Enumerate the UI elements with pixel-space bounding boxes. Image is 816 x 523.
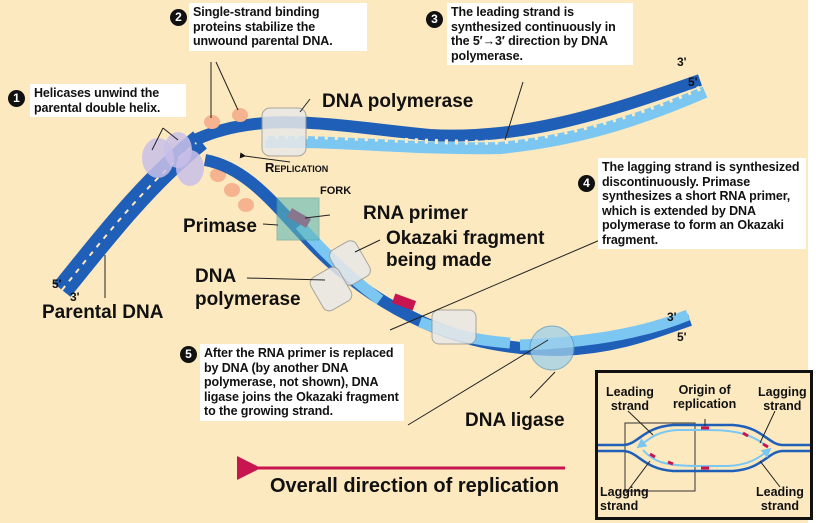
label-primase: Primase (183, 216, 257, 237)
label-replication: Replication (265, 160, 329, 175)
dna-polymerase-leading (261, 107, 307, 157)
step-1-badge: 1 (8, 90, 25, 107)
step-2-badge: 2 (170, 9, 187, 26)
end-bottom-5prime: 5' (677, 330, 687, 344)
end-top-3prime: 3' (677, 55, 687, 69)
label-dna-polymerase-lower-2: polymerase (195, 289, 301, 310)
bubble-top-new-strand (636, 429, 769, 449)
rna-primer-mark (391, 293, 417, 311)
inset-label-lagging-bottom-left: Lagging strand (600, 485, 649, 513)
leader-lines (104, 61, 601, 426)
inset-leader-lines (625, 410, 781, 494)
step-3-badge: 3 (426, 11, 443, 28)
callout-step-4: The lagging strand is synthesized discon… (598, 158, 806, 249)
label-rna-primer: RNA primer (363, 203, 468, 224)
label-dna-polymerase-top: DNA polymerase (322, 91, 474, 112)
inset-label-lagging-top-right: Lagging strand (758, 385, 807, 413)
label-parental-dna: Parental DNA (42, 302, 164, 323)
label-dna-ligase: DNA ligase (465, 410, 565, 431)
step-4-badge: 4 (578, 175, 595, 192)
inset-primers (649, 426, 769, 470)
primase-enzyme (276, 197, 320, 241)
label-okazaki-line1: Okazaki fragment (386, 228, 545, 249)
inset-replication-bubble: Leading strand Origin of replication Lag… (595, 370, 813, 520)
end-bottom-3prime: 3' (667, 310, 677, 324)
callout-step-1: Helicases unwind the parental double hel… (30, 84, 186, 117)
replication-bubble-drawing (598, 410, 810, 494)
callout-step-2: Single-strand binding proteins stabilize… (189, 3, 367, 51)
label-okazaki-line2: being made (386, 250, 492, 271)
callout-step-5: After the RNA primer is replaced by DNA … (200, 344, 404, 421)
bubble-top-strand (598, 423, 810, 447)
end-left-5prime: 5' (52, 277, 62, 291)
fork-highlight-box (624, 422, 696, 492)
inset-label-leading-bottom-right: Leading strand (756, 485, 804, 513)
callout-step-3: The leading strand is synthesized contin… (447, 3, 633, 65)
end-left-3prime: 3' (70, 290, 80, 304)
dna-ligase-enzyme (529, 325, 575, 371)
end-top-5prime: 5' (688, 75, 698, 89)
leading-template-strand (192, 74, 708, 155)
helicase-protein (142, 132, 204, 186)
bubble-bottom-strand (598, 449, 810, 473)
label-fork: FORK (320, 185, 352, 197)
inset-label-leading-top-left: Leading strand (606, 385, 654, 413)
dna-polymerase-lagging (309, 266, 353, 312)
dna-polymerase-lagging-2 (431, 309, 477, 345)
label-dna-polymerase-lower-1: DNA (195, 266, 237, 287)
inset-label-origin: Origin of replication (673, 383, 737, 411)
single-strand-binding-proteins (204, 108, 254, 212)
bubble-bottom-new-strand (642, 447, 772, 467)
label-overall-direction: Overall direction of replication (270, 475, 559, 497)
step-5-badge: 5 (180, 346, 197, 363)
